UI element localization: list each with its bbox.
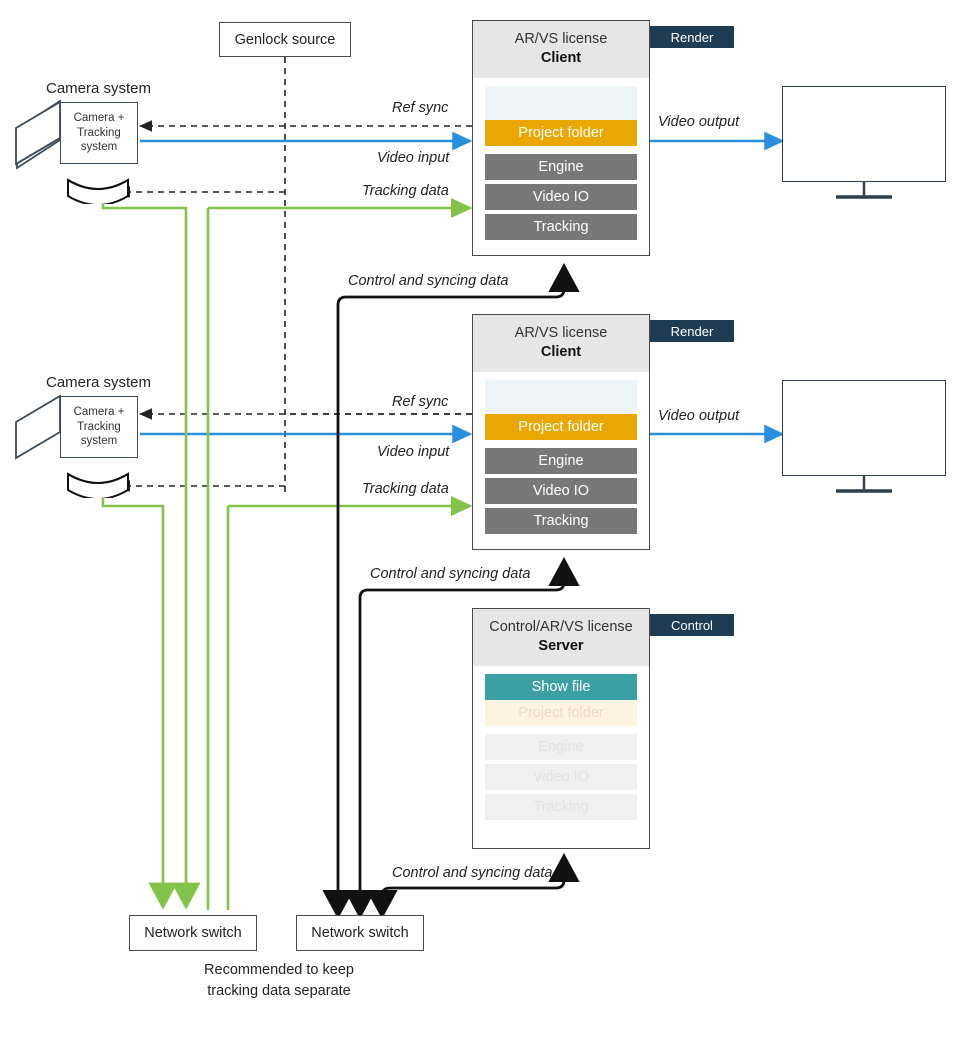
machine-client-2[interactable]: AR/VS license Client Project folder Engi…	[472, 314, 650, 550]
row-blank[interactable]	[485, 380, 637, 415]
display-screen	[782, 380, 946, 476]
row-video-io[interactable]: Video IO	[485, 478, 637, 505]
badge-control: Control	[650, 614, 734, 636]
camera-body-line2: Tracking	[77, 126, 121, 139]
edge-label-ref-sync-2: Ref sync	[392, 394, 449, 410]
camera-body-line3: system	[80, 435, 118, 448]
row-tracking[interactable]: Tracking	[485, 794, 637, 821]
edge-label-video-output-2: Video output	[658, 408, 740, 424]
camera-body-2[interactable]: Camera + Tracking system	[60, 396, 138, 458]
display-stand-2	[836, 476, 892, 493]
badge-label: Render	[670, 323, 714, 339]
machine-header: AR/VS license Client	[473, 21, 649, 79]
network-switch-tracking[interactable]: Network switch	[129, 915, 257, 951]
network-switch-control[interactable]: Network switch	[296, 915, 424, 951]
machine-header-role: Client	[540, 50, 582, 67]
edge-label-video-input-2: Video input	[377, 444, 450, 460]
badge-label: Render	[670, 29, 714, 45]
row-show-file[interactable]: Show file	[485, 674, 637, 701]
camera-body-line1: Camera +	[73, 111, 125, 124]
camera-body-1[interactable]: Camera + Tracking system	[60, 102, 138, 164]
edge-label-video-input-1: Video input	[377, 150, 450, 166]
network-switch-label: Network switch	[144, 925, 242, 941]
camera-system-caption-2: Camera system	[46, 374, 152, 391]
row-video-io[interactable]: Video IO	[485, 184, 637, 211]
edge-label-video-output-1: Video output	[658, 114, 740, 130]
row-blank[interactable]	[485, 86, 637, 121]
row-project-folder[interactable]: Project folder	[485, 414, 637, 441]
machine-header-license: AR/VS license	[514, 325, 608, 341]
camera-system-caption-1: Camera system	[46, 80, 152, 97]
machine-header: AR/VS license Client	[473, 315, 649, 373]
genlock-source-label: Genlock source	[234, 31, 336, 48]
control-arrowheads	[322, 889, 398, 920]
tracker-1-to-switch	[101, 196, 201, 910]
display-1[interactable]	[782, 86, 946, 182]
row-video-io[interactable]: Video IO	[485, 764, 637, 791]
camera-body-line3: system	[80, 141, 118, 154]
tracking-data-1	[206, 197, 473, 910]
machine-rows: Show file Project folder Engine Video IO…	[473, 666, 649, 830]
edge-label-control-sync-3: Control and syncing data	[392, 865, 553, 881]
edge-label-tracking-data-2: Tracking data	[362, 481, 449, 497]
footnote: Recommended to keep tracking data separa…	[129, 960, 429, 1002]
machine-client-1[interactable]: AR/VS license Client Project folder Engi…	[472, 20, 650, 256]
tracking-sensor-icon-1[interactable]	[66, 176, 132, 204]
camera-body-line2: Tracking	[77, 420, 121, 433]
machine-rows: Project folder Engine Video IO Tracking	[473, 78, 649, 250]
camera-body-line1: Camera +	[73, 405, 125, 418]
row-project-folder[interactable]: Project folder	[485, 120, 637, 147]
footnote-line-2: tracking data separate	[207, 983, 351, 1000]
badge-render-1: Render	[650, 26, 734, 48]
edge-label-ref-sync-1: Ref sync	[392, 100, 449, 116]
edge-label-control-sync-2: Control and syncing data	[370, 566, 531, 582]
edge-label-control-sync-1: Control and syncing data	[348, 273, 509, 289]
row-tracking[interactable]: Tracking	[485, 508, 637, 535]
genlock-source-box[interactable]: Genlock source	[219, 22, 351, 57]
network-switch-label: Network switch	[311, 925, 409, 941]
machine-header-role: Server	[538, 638, 584, 655]
machine-server[interactable]: Control/AR/VS license Server Show file P…	[472, 608, 650, 849]
row-engine[interactable]: Engine	[485, 734, 637, 761]
machine-rows: Project folder Engine Video IO Tracking	[473, 372, 649, 544]
row-tracking[interactable]: Tracking	[485, 214, 637, 241]
footnote-line-1: Recommended to keep	[204, 962, 354, 978]
machine-header-license: AR/VS license	[514, 31, 608, 47]
row-engine[interactable]: Engine	[485, 154, 637, 181]
tracker-2-to-switch	[101, 490, 178, 910]
badge-render-2: Render	[650, 320, 734, 342]
row-project-folder[interactable]: Project folder	[485, 700, 637, 727]
display-2[interactable]	[782, 380, 946, 476]
tracking-sensor-icon-2[interactable]	[66, 470, 132, 498]
display-stand-1	[836, 182, 892, 199]
badge-label: Control	[671, 617, 713, 633]
machine-header-role: Client	[540, 344, 582, 361]
machine-header-license: Control/AR/VS license	[489, 619, 633, 635]
machine-header: Control/AR/VS license Server	[473, 609, 649, 667]
row-engine[interactable]: Engine	[485, 448, 637, 475]
edge-label-tracking-data-1: Tracking data	[362, 183, 449, 199]
display-screen	[782, 86, 946, 182]
